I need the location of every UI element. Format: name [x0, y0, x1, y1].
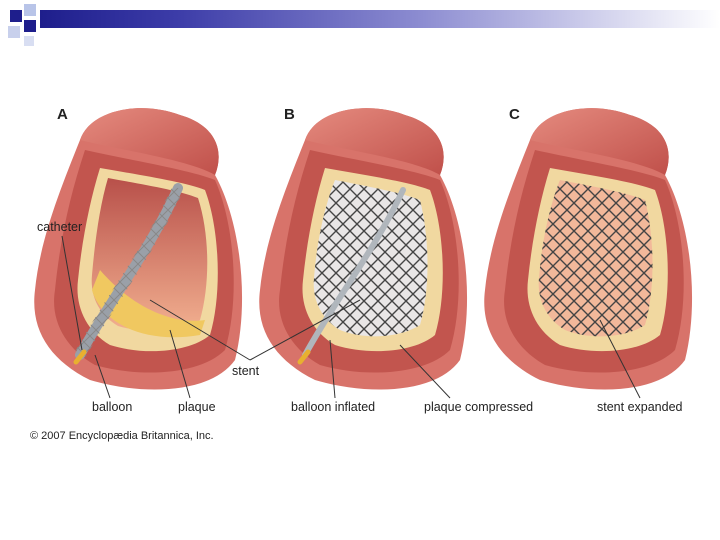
label-balloon-inflated: balloon inflated: [291, 400, 376, 414]
label-plaque: plaque: [178, 400, 216, 414]
vessel-panel-a: [34, 108, 243, 390]
leader-lines: [61, 235, 641, 399]
panel-letter-b: B: [284, 106, 295, 123]
label-plaque-compressed: plaque compressed: [424, 400, 534, 414]
label-balloon: balloon: [92, 400, 133, 414]
vessel-panel-c: [484, 108, 693, 390]
label-catheter: catheter: [37, 220, 83, 234]
copyright-credit: © 2007 Encyclopædia Britannica, Inc.: [30, 430, 214, 442]
label-stent-expanded: stent expanded: [597, 400, 683, 414]
slide-corner-decoration: [0, 0, 60, 60]
label-stent: stent: [232, 364, 260, 378]
slide-title-bar: [40, 10, 720, 28]
vessel-panel-b: [259, 108, 468, 390]
panel-letter-c: C: [509, 106, 520, 123]
panel-letter-a: A: [57, 106, 68, 123]
